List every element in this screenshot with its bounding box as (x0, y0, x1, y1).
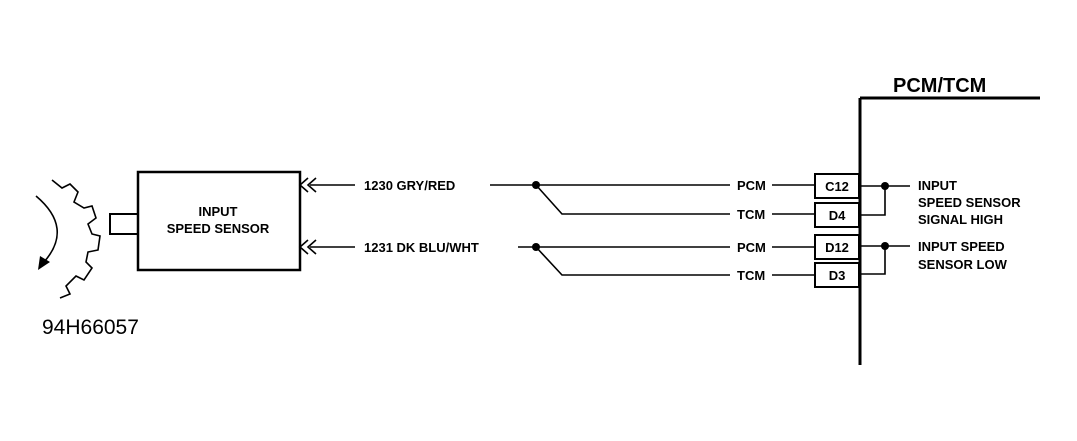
internal-link (859, 246, 886, 275)
connector-chevron-icon (298, 239, 317, 255)
input-speed-sensor: INPUT SPEED SENSOR (109, 170, 302, 272)
pin-label: D4 (829, 208, 846, 223)
wire-segment (535, 246, 730, 276)
connector-chevron-icon (298, 177, 317, 193)
rotation-arrow-icon (35, 195, 58, 270)
pin-d12: D12 (814, 234, 860, 260)
reluctor-wheel-icon (51, 179, 101, 299)
internal-link (859, 186, 886, 216)
pin-d4: D4 (814, 202, 860, 228)
circuit-label-2: 1231 DK BLU/WHT (364, 240, 479, 255)
module-title: PCM/TCM (893, 75, 986, 97)
pin-label: D12 (825, 240, 849, 255)
wire-segment (535, 184, 730, 215)
pin-c12: C12 (814, 173, 860, 199)
signal-label-1-line2: SPEED SENSOR (918, 195, 1021, 210)
pcm-tcm-module: PCM/TCM (858, 75, 1040, 365)
signal-label-2-line2: SENSOR LOW (918, 257, 1008, 272)
sensor-shaft (109, 213, 139, 235)
figure-id: 94H66057 (42, 316, 139, 339)
branch-label-tcm-2: TCM (737, 268, 765, 283)
signal-label-1-line3: SIGNAL HIGH (918, 212, 1003, 227)
pin-label: C12 (825, 179, 849, 194)
sensor-label-line2: SPEED SENSOR (167, 221, 270, 236)
pin-d3: D3 (814, 262, 860, 288)
circuit-label-1: 1230 GRY/RED (364, 178, 455, 193)
pin-label: D3 (829, 268, 846, 283)
signal-label-2-line1: INPUT SPEED (918, 239, 1005, 254)
branch-label-pcm-2: PCM (737, 240, 766, 255)
sensor-body (136, 170, 302, 272)
signal-label-1-line1: INPUT (918, 178, 957, 193)
branch-label-pcm-1: PCM (737, 178, 766, 193)
branch-label-tcm-1: TCM (737, 207, 765, 222)
sensor-label-line1: INPUT (199, 204, 238, 219)
